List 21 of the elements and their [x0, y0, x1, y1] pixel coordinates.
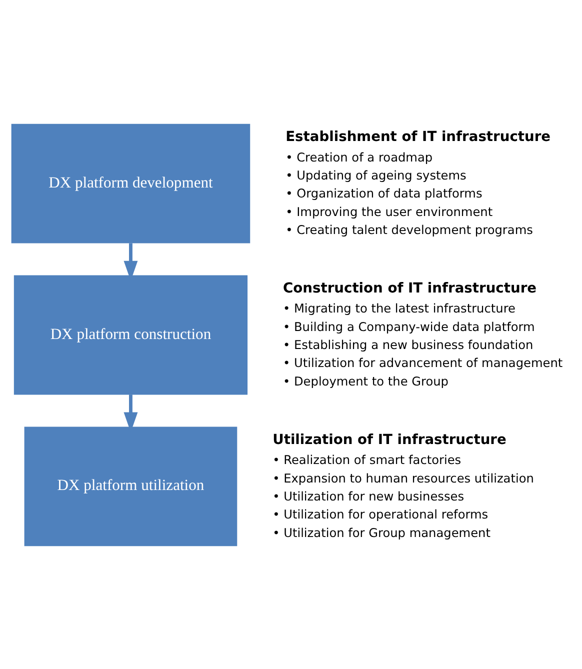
node-box: DX platform utilization — [24, 426, 238, 546]
node-box: DX platform development — [11, 123, 250, 243]
node-label: • Updating of ageing systems — [286, 168, 466, 182]
node-label: • Utilization for Group management — [272, 525, 490, 540]
node-label: • Migrating to the latest infrastructure — [282, 301, 516, 316]
node-label: • Establishing a new business foundation — [282, 338, 534, 352]
node-label: • Utilization for operational reforms — [272, 507, 488, 522]
node-label: Construction of IT infrastructure — [282, 280, 537, 296]
node-label: • Improving the user environment — [286, 204, 493, 218]
node-label: • Utilization for advancement of management — [282, 356, 563, 370]
node-label: • Organization of data platforms — [286, 186, 482, 200]
node-label: • Creating talent development programs — [286, 222, 533, 236]
node-label: • Creation of a roadmap — [286, 150, 433, 164]
node-label: • Expansion to human resources utilization — [272, 470, 534, 485]
node-label: • Deployment to the Group — [282, 374, 449, 388]
node-label: • Realization of smart factories — [272, 452, 462, 467]
node-label: • Building a Company-wide data platform — [282, 319, 535, 334]
node-label: Establishment of IT infrastructure — [286, 128, 551, 145]
node-label: Utilization of IT infrastructure — [272, 431, 506, 448]
node-box: DX platform construction — [14, 274, 248, 394]
node-label: • Utilization for new businesses — [272, 488, 464, 503]
